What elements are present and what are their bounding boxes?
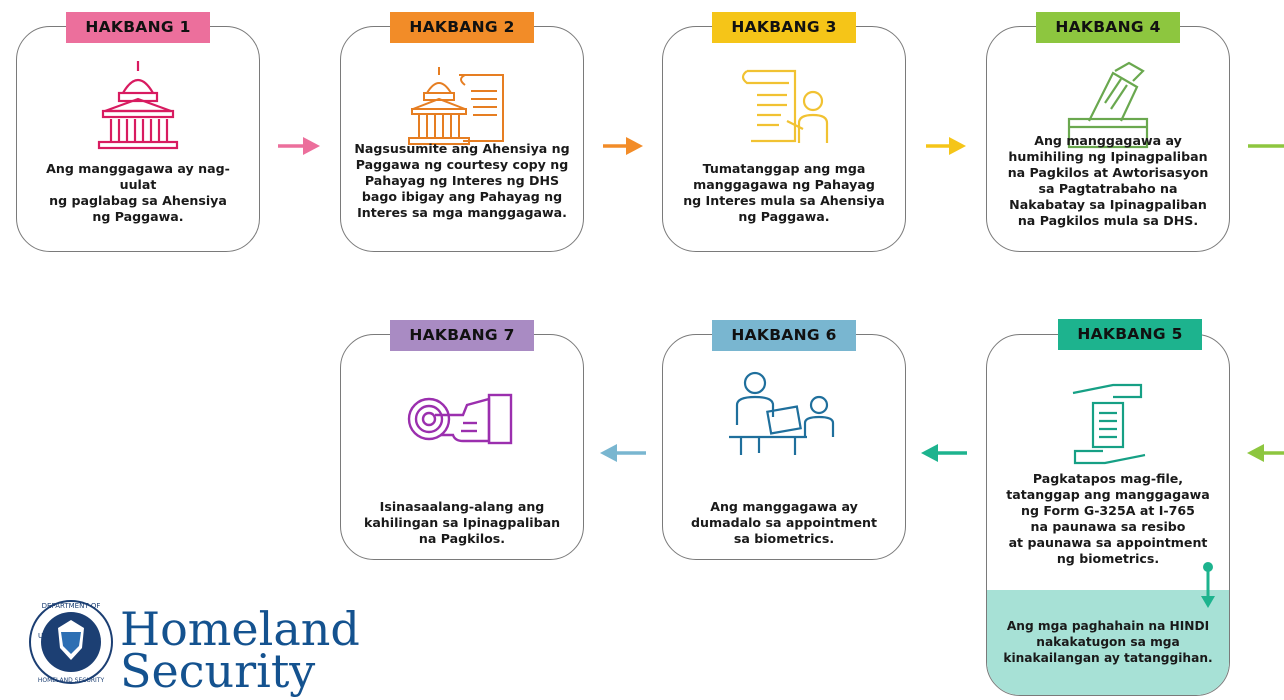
step-1-description: Ang manggagawa ay nag-uulat ng paglabag … bbox=[46, 161, 230, 224]
step-5-card: Pagkatapos mag-file, tatanggap ang mangg… bbox=[986, 334, 1230, 696]
step-3-description: Tumatanggap ang mga manggagawa ng Pahaya… bbox=[683, 161, 885, 224]
step-4-badge: HAKBANG 4 bbox=[1036, 12, 1180, 43]
step-4-card: HAKBANG 4 Ang manggagawa ay humihiling n… bbox=[986, 12, 1230, 252]
arrow-into-step5 bbox=[1247, 444, 1284, 462]
seal-left-text: U.S. bbox=[38, 632, 52, 640]
step-5-badge: HAKBANG 5 bbox=[1058, 319, 1202, 350]
step-3-card: HAKBANG 3 Tumatanggap ang mga manggagawa… bbox=[662, 12, 906, 252]
arrow-step1-to-step2 bbox=[278, 137, 320, 155]
hand-ballot-icon bbox=[1067, 61, 1149, 149]
interview-people-icon bbox=[729, 371, 835, 455]
hands-document-icon bbox=[1072, 383, 1146, 465]
step-2-card: HAKBANG 2 Nagsusumite ang Ahensiya ng Pa… bbox=[340, 12, 584, 252]
note-text-after: nakakatugon sa mga kinakailangan ay tata… bbox=[1003, 635, 1213, 665]
arrow-step6-to-step7 bbox=[600, 444, 646, 462]
seal-top-text: DEPARTMENT OF bbox=[42, 602, 101, 610]
step-6-card: HAKBANG 6 Ang manggagawa ay dumadalo sa … bbox=[662, 320, 906, 560]
arrow-step5-to-step6 bbox=[921, 444, 967, 462]
capitol-building-icon bbox=[97, 61, 179, 150]
note-text-before: Ang mga paghahain na bbox=[1006, 619, 1170, 633]
step-1-badge: HAKBANG 1 bbox=[66, 12, 210, 43]
logo-line-2: Security bbox=[120, 644, 316, 698]
step-6-description: Ang manggagawa ay dumadalo sa appointmen… bbox=[691, 499, 877, 546]
dhs-seal-icon: DEPARTMENT OF U.S. HOMELAND SECURITY bbox=[29, 600, 113, 684]
arrow-step2-to-step3 bbox=[603, 137, 643, 155]
step-1-card: HAKBANG 1 Ang manggagawa ay nag-uulat ng… bbox=[16, 12, 260, 252]
step-2-badge: HAKBANG 2 bbox=[390, 12, 534, 43]
arrow-step3-to-step4 bbox=[926, 137, 966, 155]
step-4-description: Ang manggagawa ay humihiling ng Ipinagpa… bbox=[1007, 133, 1209, 228]
hand-target-icon bbox=[407, 393, 513, 445]
note-emphasis-hindi: HINDI bbox=[1169, 619, 1210, 633]
step-5-description: Pagkatapos mag-file, tatanggap ang mangg… bbox=[1006, 471, 1210, 566]
step-7-description: Isinasaalang-alang ang kahilingan sa Ipi… bbox=[363, 499, 561, 546]
step-7-badge: HAKBANG 7 bbox=[390, 320, 534, 351]
person-with-document-icon bbox=[741, 69, 829, 143]
logo-line-1: Homeland bbox=[120, 602, 360, 656]
step-2-description: Nagsusumite ang Ahensiya ng Paggawa ng c… bbox=[354, 141, 570, 220]
seal-bottom-text: HOMELAND SECURITY bbox=[38, 677, 105, 684]
step-7-card: HAKBANG 7 Isinasaalang-alang ang kahilin… bbox=[340, 320, 584, 560]
step-3-badge: HAKBANG 3 bbox=[712, 12, 856, 43]
step-6-badge: HAKBANG 6 bbox=[712, 320, 856, 351]
step-5-rejection-note: Ang mga paghahain na HINDI nakakatugon s… bbox=[987, 590, 1229, 695]
building-with-document-icon bbox=[408, 67, 504, 145]
